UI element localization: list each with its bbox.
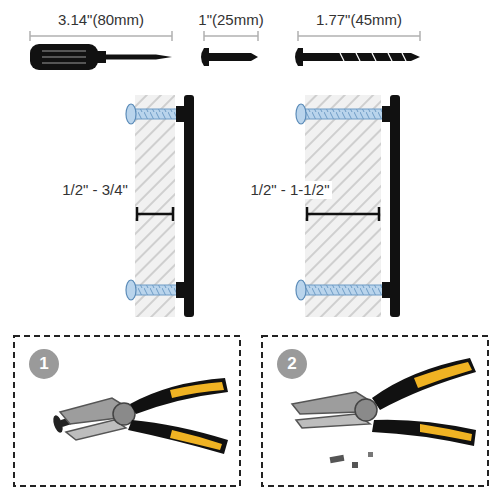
step-frame: [14, 336, 488, 486]
step-number-text: 2: [287, 354, 296, 374]
dimension-lines: [30, 31, 420, 41]
dimension-label: 1/2" - 3/4": [60, 181, 130, 198]
thin-panel-assembly: [126, 95, 194, 317]
dimension-label: 1.77"(45mm): [314, 11, 404, 28]
dimension-label: 1/2" - 1-1/2": [248, 181, 331, 198]
step-number: 1: [29, 349, 59, 379]
thickness-bracket: [307, 207, 379, 221]
long-screw: [295, 48, 420, 66]
short-screw: [201, 48, 258, 66]
step-number: 2: [277, 349, 307, 379]
thickness-bracket: [137, 207, 173, 221]
dimension-label: 3.14"(80mm): [56, 11, 146, 28]
step-number-text: 1: [39, 354, 48, 374]
pliers: [51, 378, 228, 454]
screwdriver: [30, 44, 172, 70]
pliers: [292, 358, 476, 468]
thick-panel-assembly: [296, 95, 400, 317]
dimension-label: 1"(25mm): [196, 11, 265, 28]
